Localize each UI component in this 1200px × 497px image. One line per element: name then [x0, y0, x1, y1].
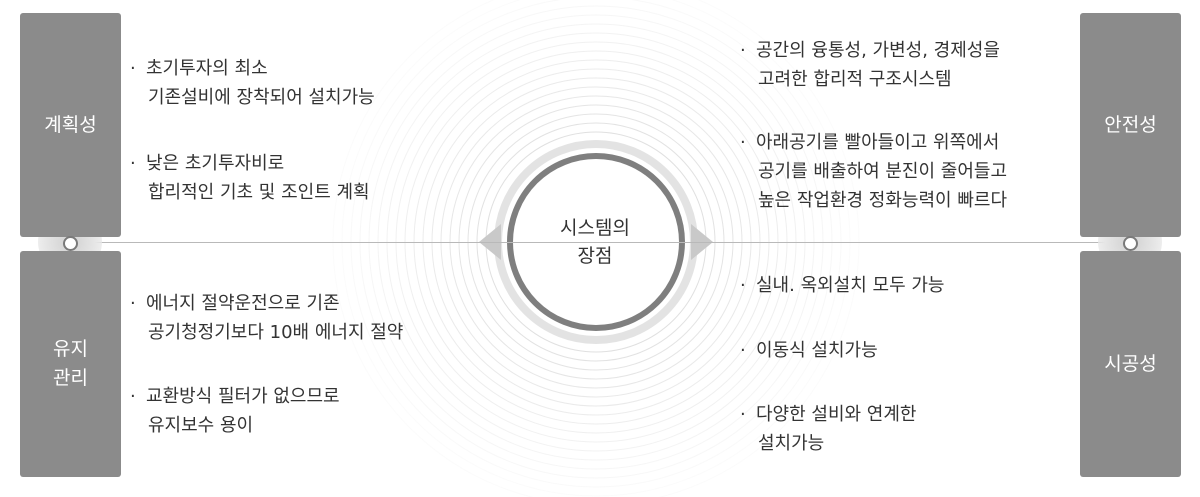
item-text: 높은 작업환경 정화능력이 빠르다: [758, 190, 1008, 211]
item-text: 공간의 융통성, 가변성, 경제성을: [756, 40, 1000, 61]
left-connector-dot: [63, 236, 78, 251]
center-title-line1: 시스템의: [560, 217, 630, 239]
category-box-construction: 시공성: [1080, 251, 1181, 477]
item-text: 공기를 배출하여 분진이 줄어들고: [758, 161, 1008, 182]
maintenance-item-2: · 교환방식 필터가 없으므로 유지보수 용이: [130, 382, 340, 440]
bullet: ·: [740, 275, 746, 296]
planning-item-1: · 초기투자의 최소 기존설비에 장착되어 설치가능: [130, 54, 375, 112]
construction-item-1: · 실내. 옥외설치 모두 가능: [740, 271, 945, 300]
bullet: ·: [740, 132, 746, 153]
item-text: 이동식 설치가능: [756, 340, 878, 361]
center-title-line2: 장점: [577, 245, 613, 267]
item-text: 고려한 합리적 구조시스템: [758, 69, 952, 90]
safety-item-2: · 아래공기를 빨아들이고 위쪽에서 공기를 배출하여 분진이 줄어들고 높은 작…: [740, 128, 1007, 215]
safety-item-1: · 공간의 융통성, 가변성, 경제성을 고려한 합리적 구조시스템: [740, 36, 1000, 94]
item-text: 에너지 절약운전으로 기존: [146, 293, 340, 314]
category-box-maintenance: 유지 관리: [20, 251, 121, 477]
item-text: 유지보수 용이: [148, 415, 254, 436]
bullet: ·: [130, 386, 136, 407]
bullet: ·: [130, 153, 136, 174]
item-text: 아래공기를 빨아들이고 위쪽에서: [756, 132, 1000, 153]
item-text: 합리적인 기초 및 조인트 계획: [148, 182, 370, 203]
item-text: 실내. 옥외설치 모두 가능: [756, 275, 945, 296]
item-text: 초기투자의 최소: [146, 58, 268, 79]
planning-item-2: · 낮은 초기투자비로 합리적인 기초 및 조인트 계획: [130, 149, 370, 207]
bullet: ·: [740, 40, 746, 61]
right-connector-dot: [1123, 236, 1138, 251]
bullet: ·: [740, 404, 746, 425]
item-text: 기존설비에 장착되어 설치가능: [148, 87, 375, 108]
bullet: ·: [740, 340, 746, 361]
bullet: ·: [130, 58, 136, 79]
item-text: 공기청정기보다 10배 에너지 절약: [148, 322, 404, 343]
bullet: ·: [130, 293, 136, 314]
item-text: 낮은 초기투자비로: [146, 153, 285, 174]
maintenance-item-1: · 에너지 절약운전으로 기존 공기청정기보다 10배 에너지 절약: [130, 289, 403, 347]
construction-item-2: · 이동식 설치가능: [740, 336, 878, 365]
construction-item-3: · 다양한 설비와 연계한 설치가능: [740, 400, 916, 458]
item-text: 설치가능: [758, 433, 825, 454]
center-title: 시스템의 장점: [505, 167, 685, 317]
category-box-safety: 안전성: [1080, 13, 1181, 237]
item-text: 다양한 설비와 연계한: [756, 404, 917, 425]
horizontal-connector-line: [70, 242, 1130, 243]
category-box-planning: 계획성: [20, 13, 121, 237]
item-text: 교환방식 필터가 없으므로: [146, 386, 340, 407]
